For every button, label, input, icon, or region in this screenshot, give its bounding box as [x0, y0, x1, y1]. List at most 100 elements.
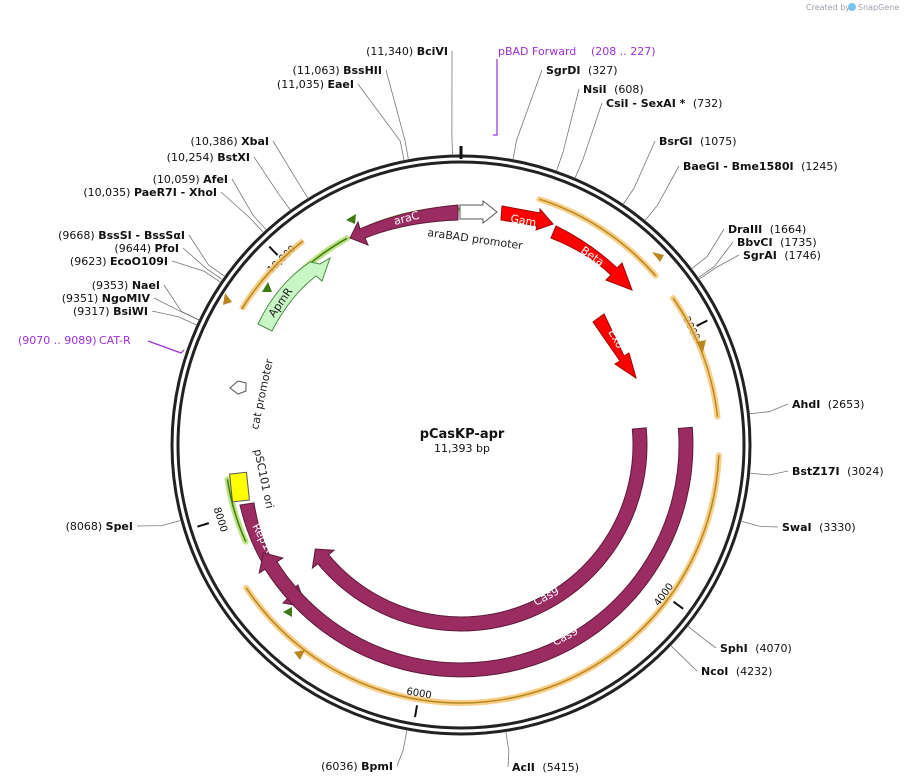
- leader-line-l-8: [182, 247, 223, 281]
- gam-feature[interactable]: [500, 205, 554, 231]
- plasmid-name: pCasKP-apr: [420, 427, 505, 442]
- leader-line-r-5: [691, 228, 725, 270]
- orange-arrowhead-2: [696, 340, 706, 352]
- leader-line-r-12: [670, 645, 698, 672]
- site-label-spei[interactable]: (8068) SpeI: [66, 520, 133, 533]
- cas9-inner-feature[interactable]: [311, 427, 648, 632]
- site-label-bcivi[interactable]: (11,340) BciVI: [366, 45, 448, 58]
- orange-feature-core-3: [245, 455, 720, 704]
- site-label-bstz17i[interactable]: BstZ17I (3024): [792, 465, 884, 478]
- tick-mark-1: [672, 600, 684, 610]
- leader-line-r-4: [644, 165, 680, 221]
- leader-line-r-3: [622, 140, 656, 205]
- site-label-sgrdi[interactable]: SgrDI (327): [546, 64, 618, 77]
- leader-line-l-1: [385, 69, 409, 160]
- site-label-bsssi[interactable]: (9668) BssSI - BssSαI: [58, 229, 185, 242]
- site-label-bbvci[interactable]: BbvCI (1735): [737, 236, 817, 249]
- psc101-ori-label: pSC101 ori: [251, 448, 276, 510]
- leader-line-l-5: [231, 178, 267, 231]
- beta-feature[interactable]: [550, 225, 633, 291]
- leader-line-l-12: [151, 310, 198, 326]
- site-label-ncoi[interactable]: NcoI (4232): [701, 665, 772, 678]
- site-label-bstxi[interactable]: (10,254) BstXI: [167, 151, 250, 164]
- orange-feature-core-2: [672, 297, 719, 417]
- site-label-nsii[interactable]: NsiI (608): [583, 83, 644, 96]
- leader-line-r-9: [749, 470, 789, 476]
- green-arrowhead-3: [283, 607, 292, 617]
- site-label-eaei[interactable]: (11,035) EaeI: [277, 78, 354, 91]
- site-label-pfoi[interactable]: (9644) PfoI: [114, 242, 179, 255]
- site-label-bsiwi[interactable]: (9317) BsiWI: [73, 305, 148, 318]
- restriction-site-labels: SgrDI (327) NsiI (608)CsiI - SexAI * (732…: [58, 45, 884, 774]
- leader-line-l-2: [357, 83, 405, 161]
- cat-promoter-feature[interactable]: [229, 380, 247, 395]
- site-leader-lines: [136, 50, 789, 768]
- leader-line-l-0: [451, 50, 453, 156]
- psc101-ori-feature[interactable]: [229, 471, 250, 503]
- leader-line-r-8: [749, 403, 789, 415]
- site-label-ecoo109i[interactable]: (9623) EcoO109I: [70, 255, 168, 268]
- credit-text: Created by: [806, 3, 850, 12]
- apmR-feature[interactable]: [257, 256, 331, 332]
- site-label-naei[interactable]: (9353) NaeI: [92, 279, 160, 292]
- site-label-bsrgi[interactable]: BsrGI (1075): [659, 135, 737, 148]
- site-label-sphi[interactable]: SphI (4070): [720, 642, 792, 655]
- leader-line-l-13: [136, 520, 182, 527]
- araC-feature[interactable]: [349, 204, 459, 246]
- primer-pbad-range: (208 .. 227): [591, 45, 656, 58]
- primer-pbad-label: pBAD Forward: [498, 45, 576, 58]
- site-label-acli[interactable]: AclI (5415): [512, 761, 579, 774]
- leader-line-l-7: [188, 234, 226, 277]
- leader-line-l-14: [396, 729, 408, 767]
- leader-line-r-2: [574, 102, 603, 179]
- orange-arrowhead-4: [223, 293, 232, 305]
- site-label-xbai[interactable]: (10,386) XbaI: [191, 135, 269, 148]
- orange-feature-glow-2: [670, 295, 721, 420]
- leader-line-r-0: [512, 69, 543, 160]
- exo-feature[interactable]: [592, 313, 637, 380]
- leader-line-r-10: [740, 520, 779, 528]
- leader-line-r-1: [556, 88, 580, 172]
- gam-label: Gam: [509, 212, 537, 229]
- green-arrowhead-2: [262, 282, 272, 292]
- site-label-swai[interactable]: SwaI (3330): [782, 521, 856, 534]
- orange-arrowhead-3: [294, 650, 305, 660]
- exo-label: Exo: [605, 327, 626, 351]
- green-arrowhead-1: [346, 214, 356, 224]
- site-label-ahdi[interactable]: AhdI (2653): [792, 398, 864, 411]
- cat-promoter-label: cat promoter: [248, 357, 276, 430]
- leader-line-l-4: [253, 156, 291, 211]
- leader-line-r-6: [697, 241, 734, 279]
- araBAD-promoter-feature[interactable]: [459, 199, 498, 225]
- tick-mark-2: [414, 705, 419, 718]
- leader-line-r-11: [687, 625, 717, 649]
- site-label-baegi[interactable]: BaeGI - Bme1580I (1245): [683, 160, 838, 173]
- leader-line-l-9: [171, 260, 222, 283]
- orange-arrowhead-1: [652, 252, 664, 262]
- site-label-csii[interactable]: CsiI - SexAI * (732): [606, 97, 722, 110]
- tick-mark-3: [197, 522, 210, 528]
- site-label-sgrai[interactable]: SgrAI (1746): [743, 249, 821, 262]
- site-label-afei[interactable]: (10,059) AfeI: [153, 173, 228, 186]
- leader-line-l-3: [272, 140, 309, 199]
- credit-brand: SnapGene: [858, 3, 899, 12]
- site-label-bpmi[interactable]: (6036) BpmI: [321, 760, 393, 773]
- leader-line-l-11: [153, 297, 200, 321]
- orange-feature-core-1: [539, 198, 657, 277]
- tick-mark-0: [696, 319, 708, 327]
- primer-cat-r[interactable]: (9070 .. 9089) CAT-R: [18, 334, 185, 354]
- site-label-ngomiv[interactable]: (9351) NgoMIV: [62, 292, 151, 305]
- tick-mark-4: [268, 245, 279, 256]
- primer-cat-r-label: CAT-R: [99, 334, 131, 347]
- site-label-paer7i[interactable]: (10,035) PaeR7I - XhoI: [83, 186, 217, 199]
- cas9-outer-feature[interactable]: [258, 426, 694, 678]
- snapgene-logo-icon: [848, 3, 856, 11]
- orange-feature-core-4: [240, 240, 304, 310]
- green-feature-core-3: [226, 479, 247, 542]
- primer-pbad-forward[interactable]: pBAD Forward (208 .. 227): [493, 45, 656, 136]
- araBAD-promoter-label: araBAD promoter: [427, 226, 524, 252]
- site-label-draiii[interactable]: DraIII (1664): [728, 223, 806, 236]
- site-label-bsshii[interactable]: (11,063) BssHII: [293, 64, 382, 77]
